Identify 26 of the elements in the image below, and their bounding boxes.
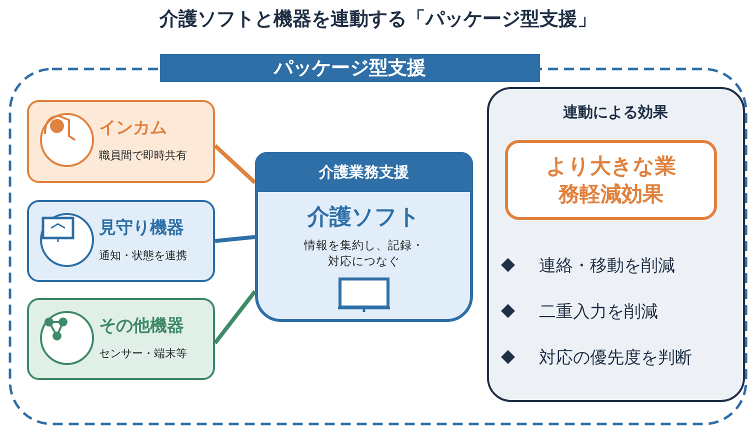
device-name: インカム bbox=[99, 117, 167, 139]
device-description: センサー・端末等 bbox=[99, 346, 187, 361]
highlight-box bbox=[505, 140, 717, 220]
box-header: 介護業務支援 bbox=[255, 152, 473, 192]
highlight-text: より大きな業務軽減効果 bbox=[545, 153, 677, 208]
effect-item: 二重入力を削減 bbox=[539, 301, 658, 323]
connector-line bbox=[214, 144, 256, 184]
device-name: その他機器 bbox=[99, 315, 184, 337]
software-box bbox=[255, 152, 473, 322]
device-description: 通知・状態を連携 bbox=[99, 248, 187, 263]
connector-line bbox=[214, 235, 256, 243]
effects-panel bbox=[487, 87, 745, 402]
dashed-region bbox=[8, 54, 748, 426]
panel-heading: 連動による効果 bbox=[562, 103, 669, 122]
device-box bbox=[27, 298, 215, 380]
effect-item: 対応の優先度を判断 bbox=[539, 347, 692, 369]
software-description: 情報を集約し、記録・対応につなぐ bbox=[304, 237, 424, 269]
effect-item: 連絡・移動を削減 bbox=[539, 255, 675, 277]
device-description: 職員間で即時共有 bbox=[99, 148, 187, 163]
title: 介護ソフトと機器を連動する「パッケージ型支援」 bbox=[158, 7, 598, 32]
title-banner: パッケージ型支援 bbox=[160, 54, 540, 82]
device-box bbox=[27, 100, 215, 183]
software-name: 介護ソフト bbox=[306, 204, 422, 232]
device-name: 見守り機器 bbox=[99, 217, 184, 239]
device-box bbox=[27, 200, 215, 282]
connector-line bbox=[213, 290, 257, 344]
